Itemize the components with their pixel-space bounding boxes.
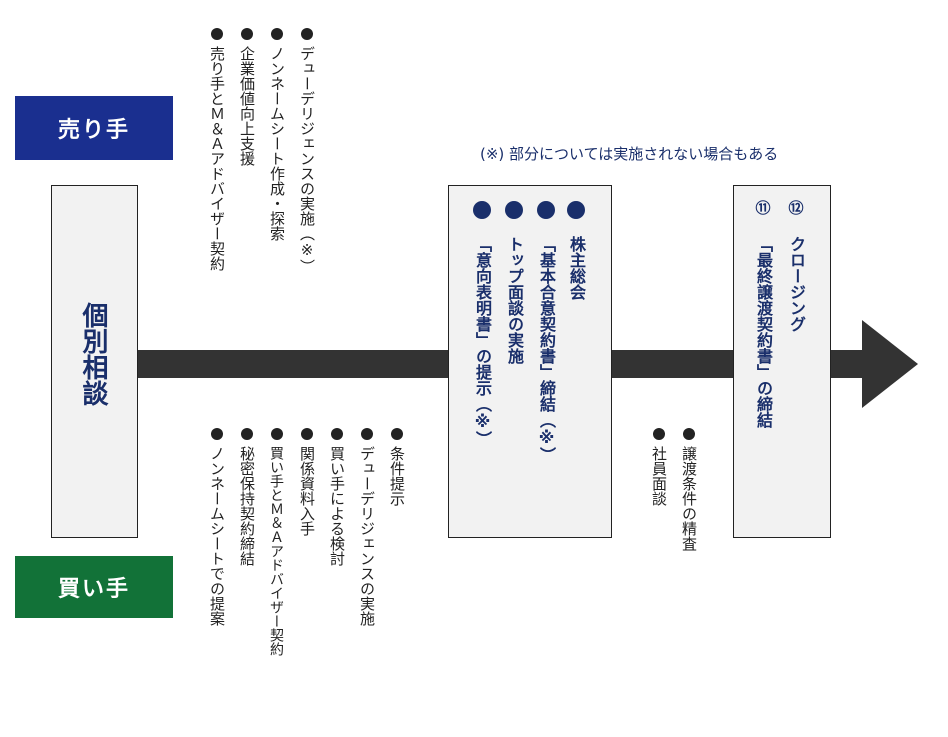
negotiation-box bbox=[448, 185, 612, 538]
between-bullet bbox=[653, 428, 665, 440]
buyer-bullet bbox=[361, 428, 373, 440]
closing-item: クロージング bbox=[787, 236, 806, 332]
seller-item: ノンネームシート作成・探索 bbox=[268, 46, 286, 241]
individual-consultation-box: 個別相談 bbox=[51, 185, 138, 538]
buyer-item: 関係資料入手 bbox=[298, 446, 316, 536]
seller-bullet bbox=[211, 28, 223, 40]
note-text: (※) 部分については実施されない場合もある bbox=[480, 145, 779, 163]
seller-bullet bbox=[241, 28, 253, 40]
mid-item: 「基本合意契約書」締結（※） bbox=[537, 236, 556, 463]
buyer-item: 買い手による検討 bbox=[328, 446, 346, 566]
buyer-badge: 買い手 bbox=[15, 556, 173, 618]
buyer-label: 買い手 bbox=[57, 577, 130, 602]
seller-label: 売り手 bbox=[57, 118, 130, 143]
between-item: 社員面談 bbox=[650, 446, 668, 506]
buyer-bullet bbox=[331, 428, 343, 440]
individual-consultation-label: 個別相談 bbox=[78, 302, 108, 406]
closing-box bbox=[733, 185, 831, 538]
mid-item: 「意向表明書」の提示（※） bbox=[473, 236, 492, 447]
buyer-item: 買い手とＭ＆Ａアドバイザー契約 bbox=[268, 446, 284, 656]
between-bullet bbox=[683, 428, 695, 440]
seller-item: 売り手とＭ＆Ａアドバイザー契約 bbox=[208, 46, 226, 271]
mid-bullet bbox=[505, 201, 523, 219]
mid-bullet bbox=[473, 201, 491, 219]
buyer-item: デューデリジェンスの実施 bbox=[358, 446, 376, 626]
step-12-label: ⑫ bbox=[788, 199, 804, 217]
mid-item: トップ面談の実施 bbox=[505, 236, 524, 364]
final-contract-item: 「最終譲渡契約書」の締結 bbox=[754, 236, 773, 428]
buyer-bullet bbox=[211, 428, 223, 440]
step-11-label: ⑪ bbox=[755, 199, 771, 217]
mid-bullet bbox=[567, 201, 585, 219]
mid-bullet bbox=[537, 201, 555, 219]
seller-item: 企業価値向上支援 bbox=[238, 46, 256, 166]
buyer-bullet bbox=[301, 428, 313, 440]
mid-item: 株主総会 bbox=[567, 236, 586, 300]
seller-bullet bbox=[271, 28, 283, 40]
seller-bullet bbox=[301, 28, 313, 40]
seller-item: デューデリジェンスの実施（※） bbox=[298, 46, 316, 274]
buyer-item: 秘密保持契約締結 bbox=[238, 446, 256, 566]
buyer-item: ノンネームシートでの提案 bbox=[208, 446, 226, 626]
seller-badge: 売り手 bbox=[15, 96, 173, 160]
buyer-bullet bbox=[271, 428, 283, 440]
buyer-bullet bbox=[241, 428, 253, 440]
buyer-bullet bbox=[391, 428, 403, 440]
buyer-item: 条件提示 bbox=[388, 446, 406, 506]
between-item: 譲渡条件の精査 bbox=[680, 446, 698, 551]
